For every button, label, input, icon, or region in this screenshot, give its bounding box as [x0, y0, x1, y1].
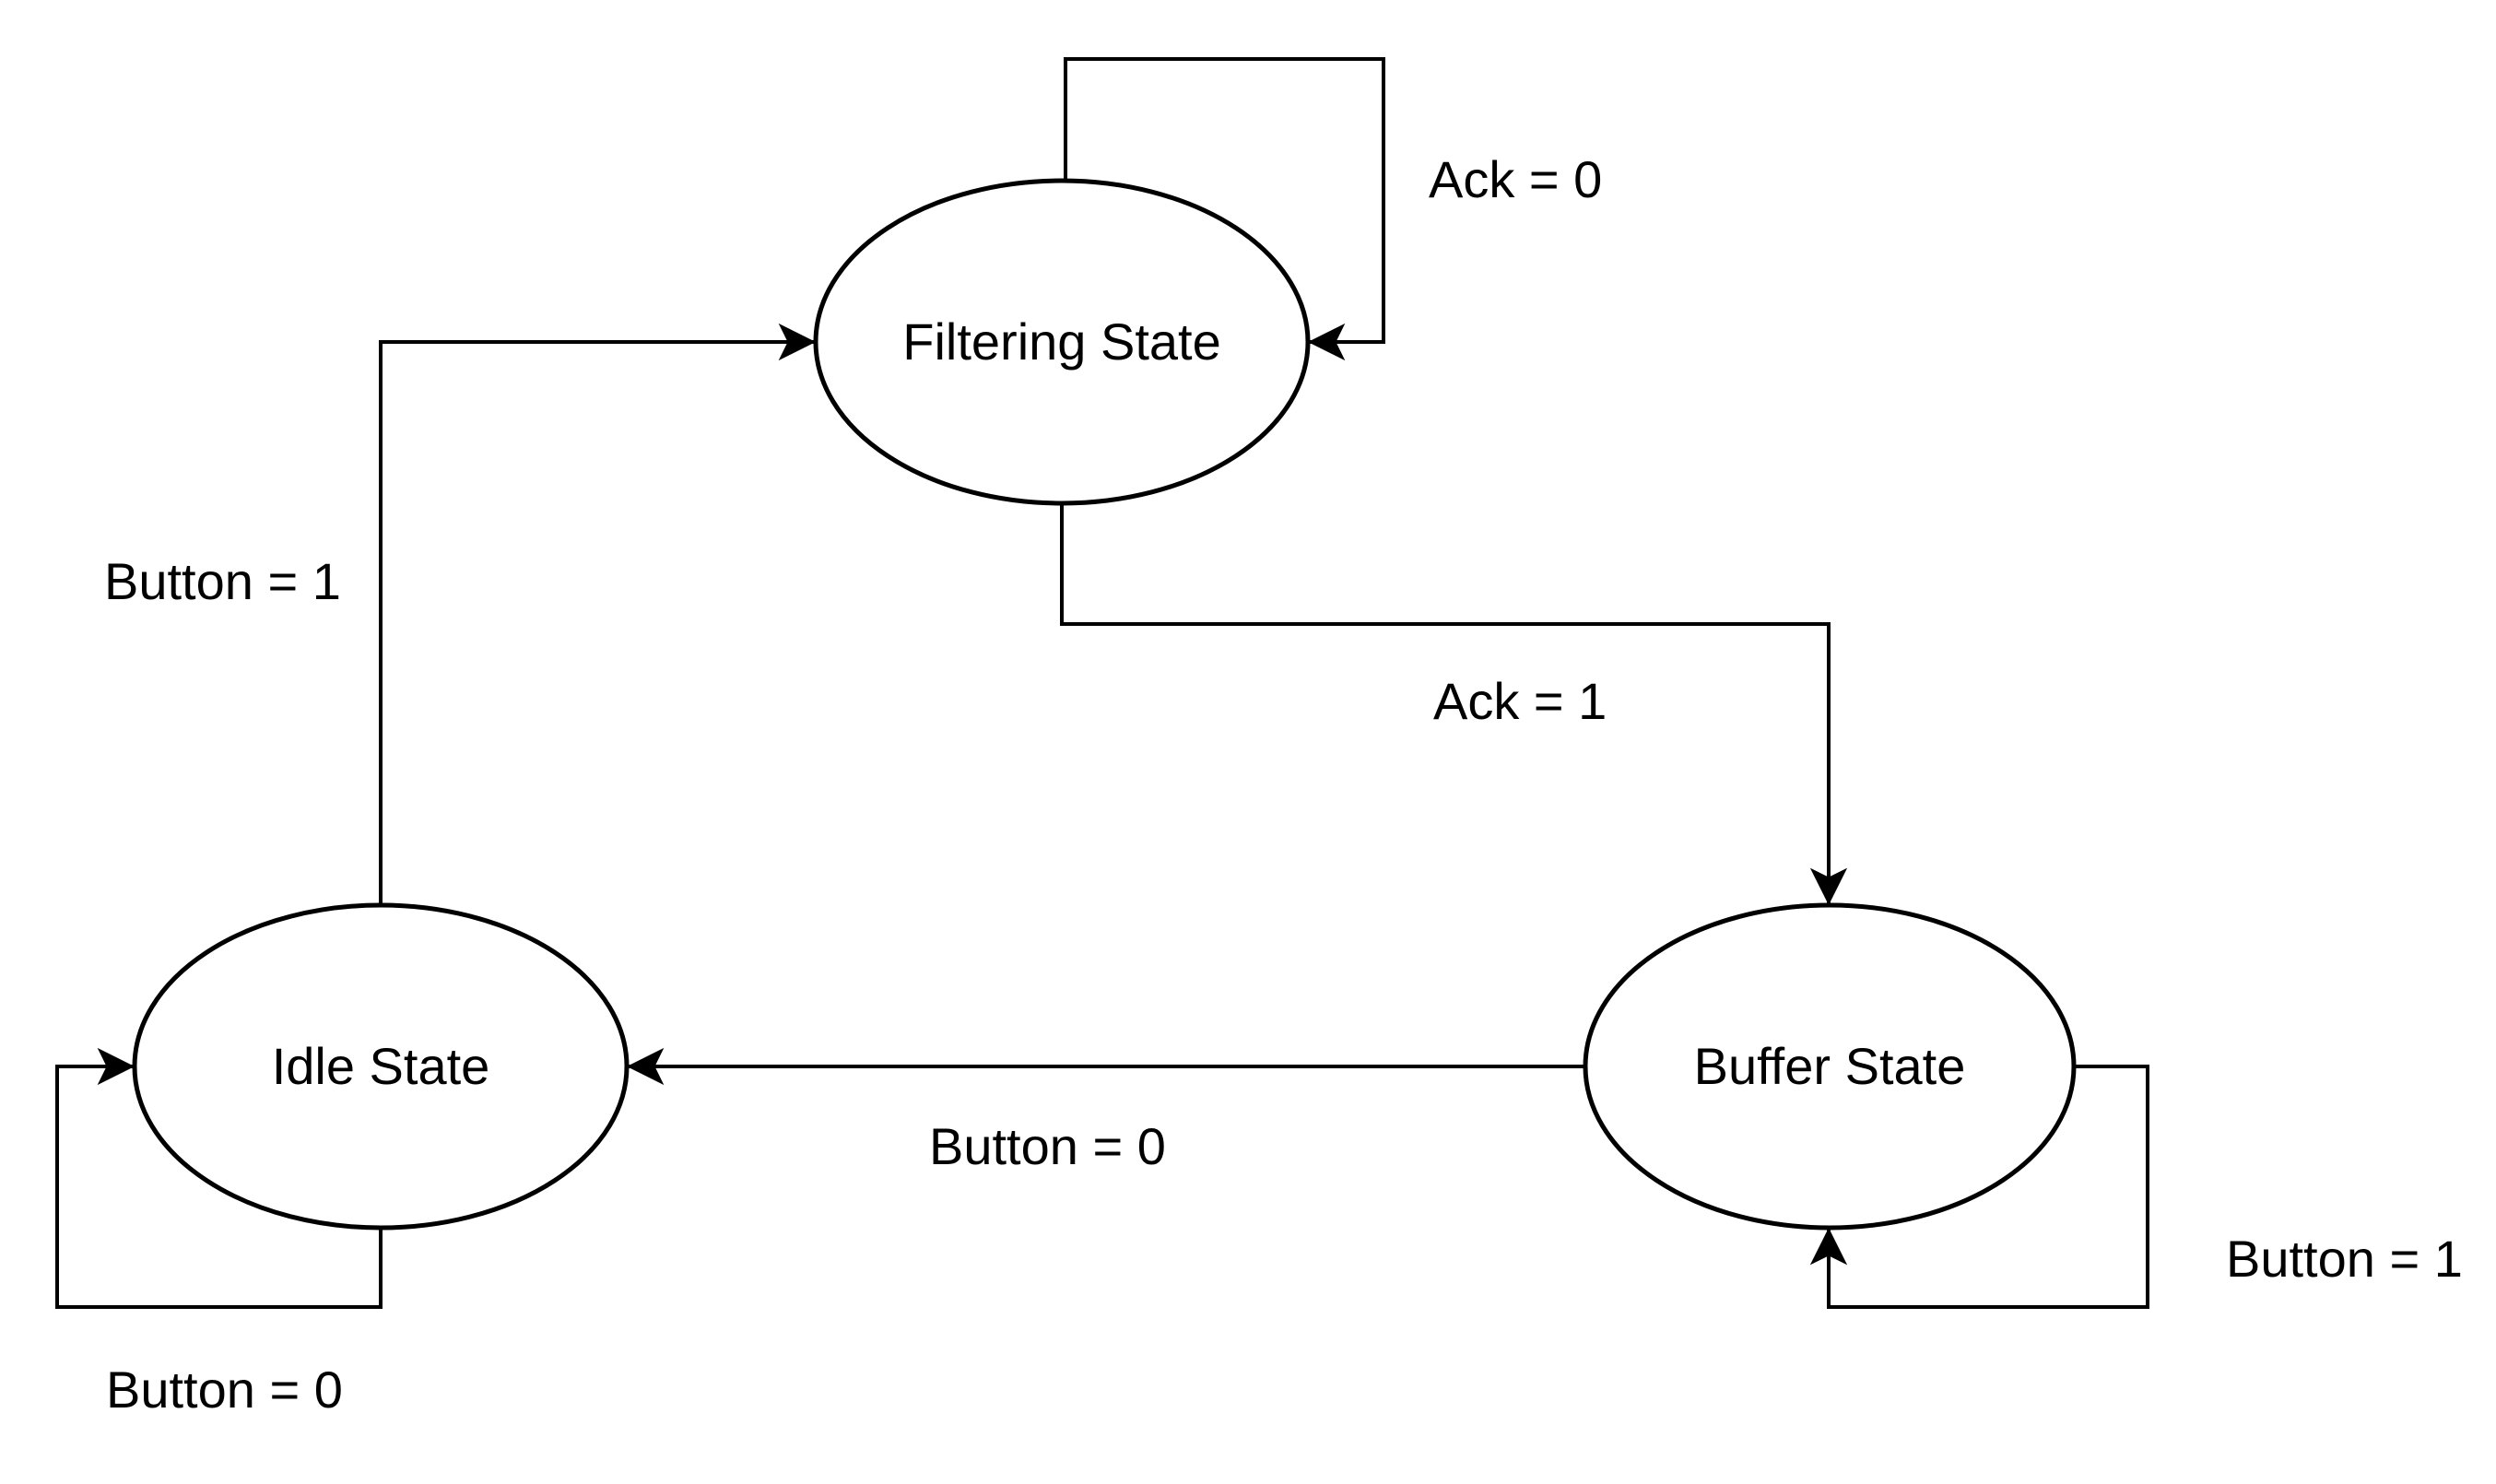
labels-layer: Button = 1 Ack = 0 Ack = 1 Button = 0 Button… [104, 150, 2463, 1419]
transition-label-filtering-to-buffer: Ack = 1 [1433, 672, 1607, 730]
states-layer [132, 178, 2077, 1231]
state-buffer [1583, 902, 2077, 1231]
transition-label-idle-to-filtering: Button = 1 [104, 552, 341, 610]
state-label-idle: Idle State [272, 1037, 490, 1095]
transition-idle-self-loop [55, 1047, 383, 1309]
state-filtering [813, 178, 1311, 506]
transition-label-filtering-self-loop: Ack = 0 [1429, 150, 1602, 208]
state-idle [132, 902, 630, 1231]
transition-label-buffer-to-idle: Button = 0 [929, 1117, 1166, 1175]
state-label-buffer: Buffer State [1694, 1037, 1966, 1095]
transition-label-idle-self-loop: Button = 0 [106, 1360, 343, 1419]
transition-filtering-to-buffer [1060, 503, 1848, 905]
transitions-layer [55, 57, 2149, 1309]
transition-filtering-self-loop [1064, 57, 1385, 361]
transition-buffer-self-loop [1809, 1065, 2149, 1309]
transition-label-buffer-self-loop: Button = 1 [2226, 1230, 2463, 1288]
state-label-filtering: Filtering State [902, 312, 1221, 371]
transition-idle-to-filtering [379, 323, 816, 905]
